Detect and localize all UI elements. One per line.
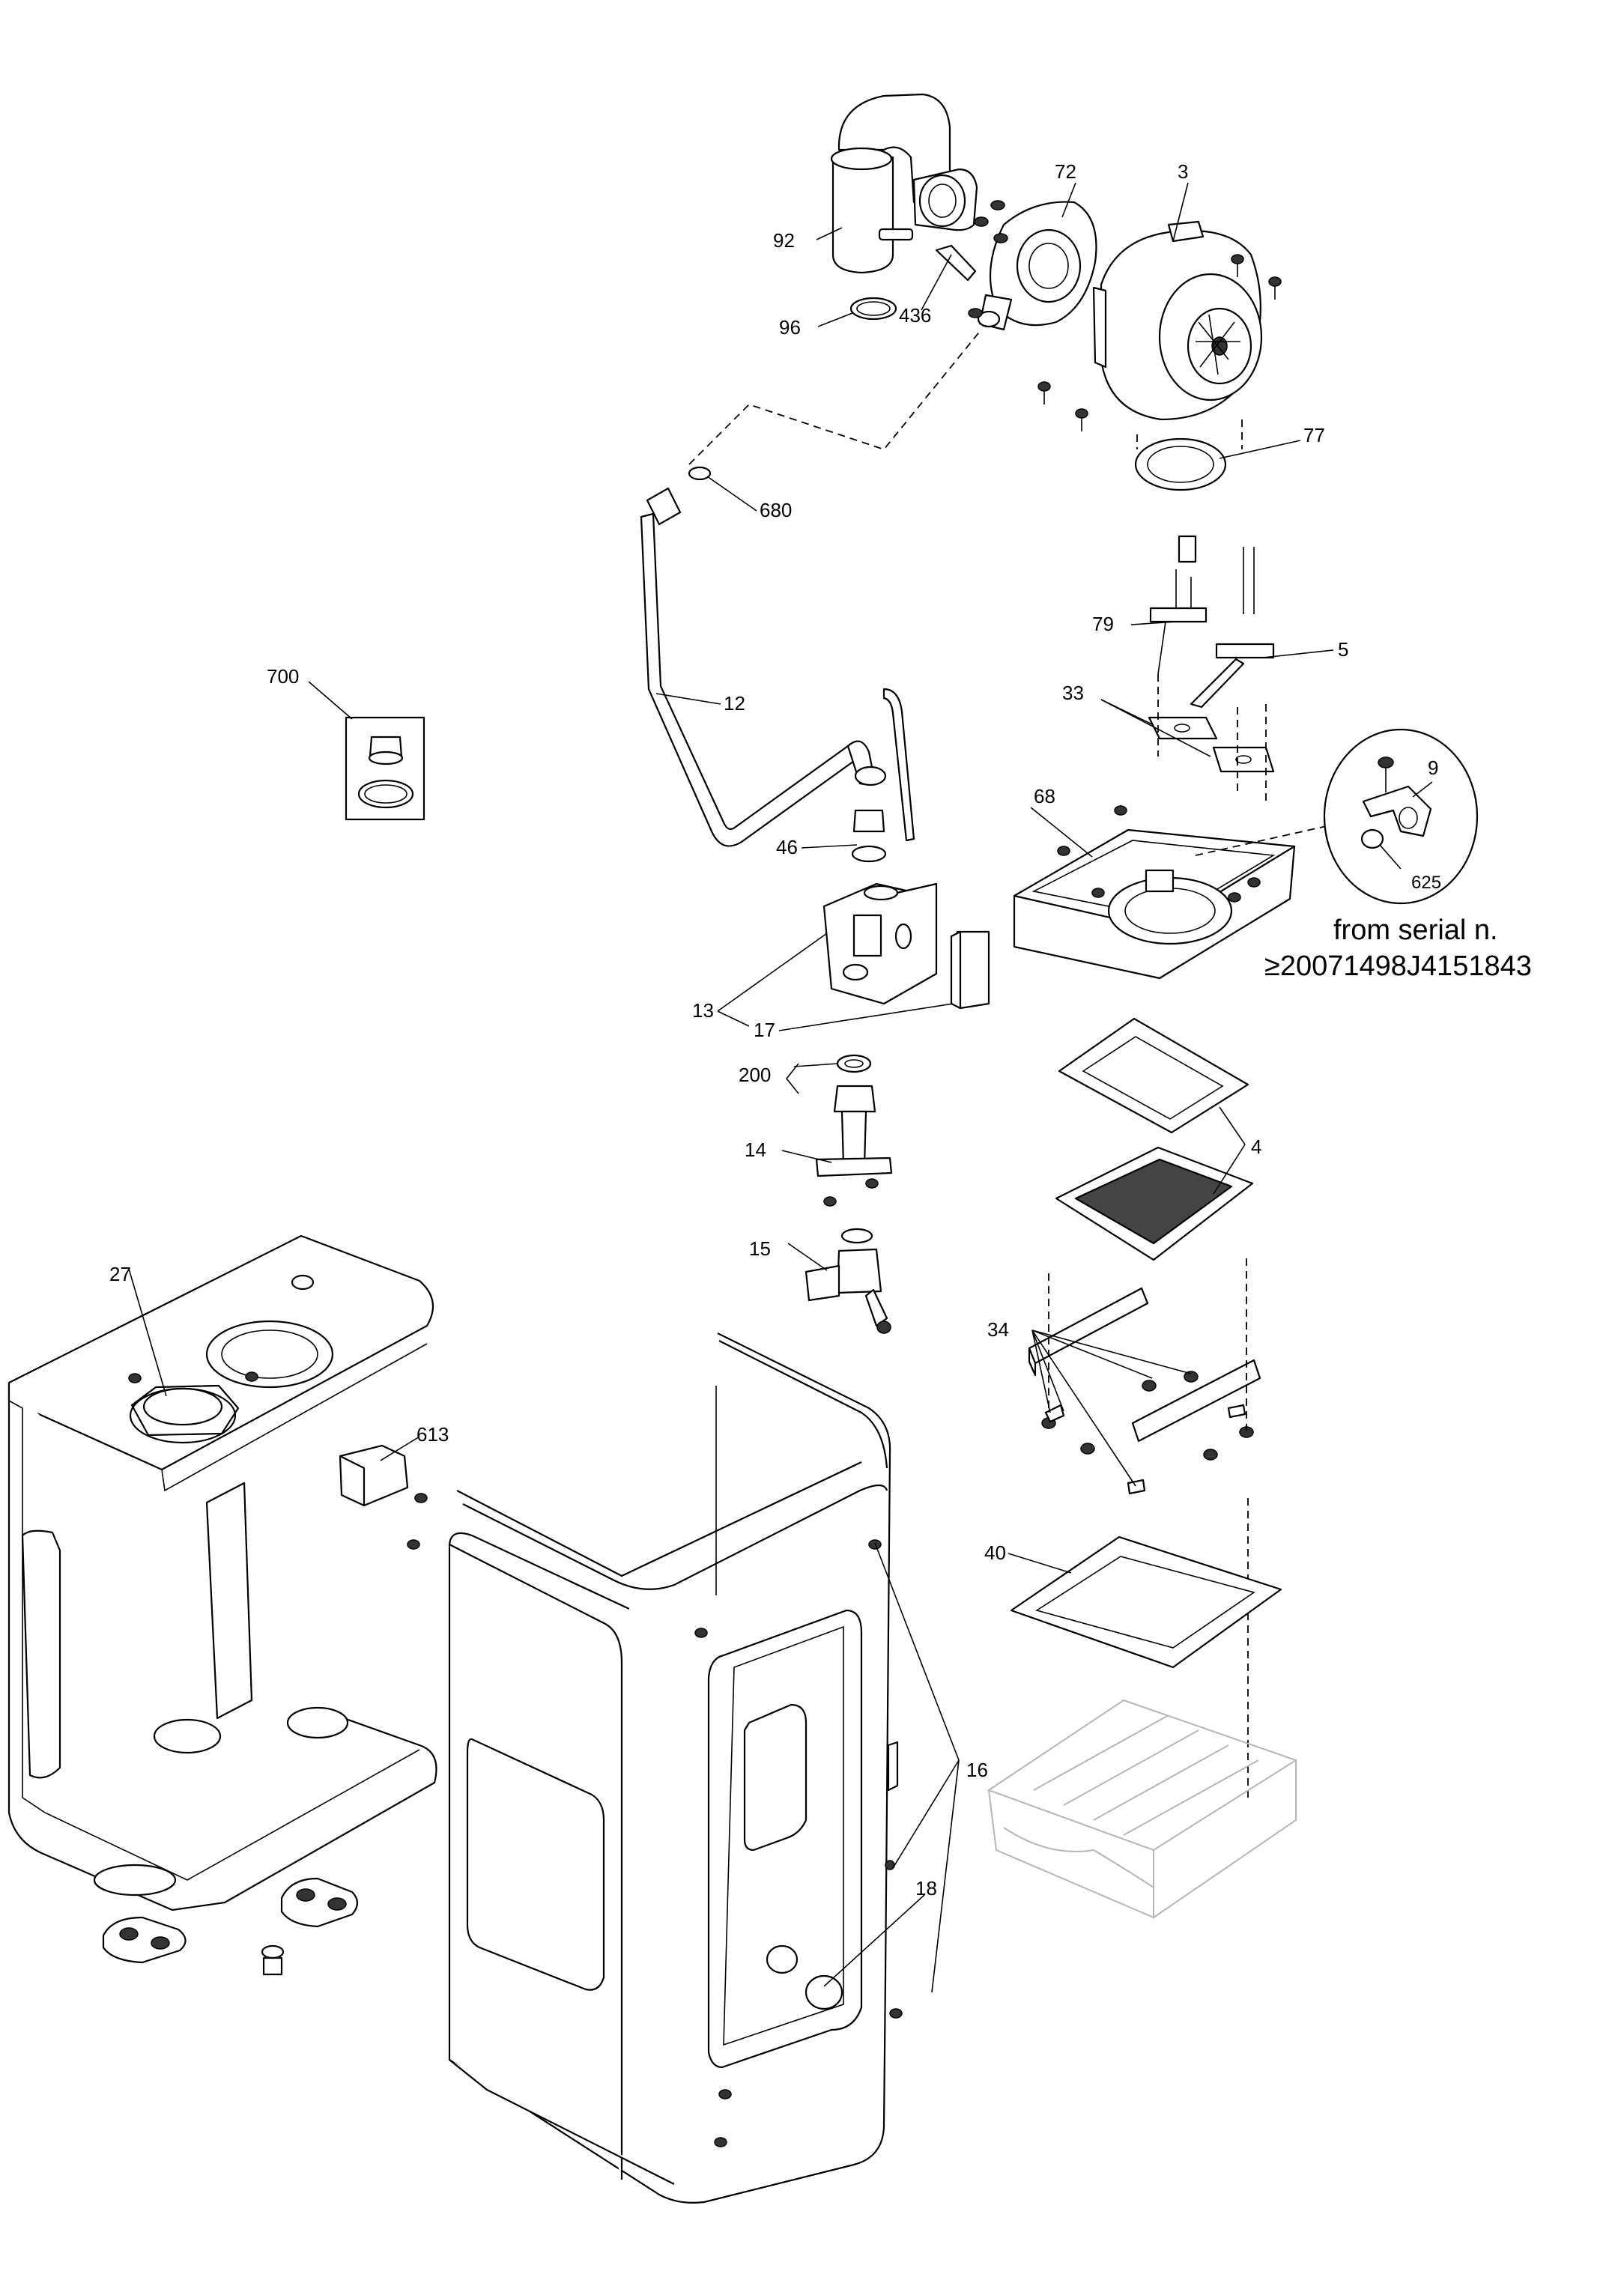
grommets [102, 1877, 359, 1976]
label-13: 13 [692, 999, 714, 1022]
label-4: 4 [1251, 1136, 1261, 1158]
part-77-gasket [1134, 437, 1227, 491]
label-12: 12 [724, 692, 745, 715]
part-15-gas-cock [805, 1228, 891, 1334]
label-613: 613 [416, 1423, 449, 1446]
callout-labels: 3 72 92 436 96 77 680 79 5 33 700 12 9 6… [109, 160, 1441, 1900]
label-77: 77 [1303, 424, 1325, 446]
label-16: 16 [966, 1759, 988, 1781]
label-15: 15 [749, 1237, 771, 1260]
label-5: 5 [1338, 638, 1348, 661]
label-33: 33 [1062, 682, 1084, 704]
part-13-gas-valve [822, 882, 938, 1005]
label-9: 9 [1428, 757, 1438, 779]
part-14-gas-inlet [815, 1085, 893, 1207]
part-4-frame [1055, 1146, 1254, 1261]
label-92: 92 [773, 229, 795, 252]
label-18: 18 [915, 1877, 937, 1900]
part-96-o-ring [849, 297, 897, 321]
part-33-gasket [1148, 716, 1275, 773]
serial-note-line1: from serial n. [1333, 915, 1498, 946]
label-46: 46 [776, 836, 798, 858]
label-14: 14 [745, 1139, 766, 1161]
label-17: 17 [754, 1019, 775, 1041]
label-72: 72 [1055, 160, 1076, 183]
part-436-clip [935, 244, 977, 282]
part-613-component [339, 1444, 428, 1550]
leader-lines [128, 182, 1433, 1993]
label-40: 40 [984, 1541, 1006, 1564]
label-34: 34 [987, 1318, 1009, 1341]
part-200-washer [836, 1054, 872, 1073]
part-700-kit [345, 716, 425, 821]
part-3-fan [1092, 220, 1263, 421]
part-17-coil [950, 930, 990, 1010]
part-92-air-intake-elbow [830, 93, 978, 274]
part-12-gas-pipe [640, 487, 887, 847]
serial-note-line2: ≥20071498J4151843 [1264, 950, 1532, 982]
fan-screws [1037, 254, 1282, 431]
assembly-line-pipe-to-fan [688, 329, 982, 465]
part-16-upper-panel [462, 1340, 888, 1590]
part-72-fan-flange [977, 201, 1097, 331]
label-3: 3 [1178, 160, 1188, 183]
part-40-frame [1010, 1535, 1282, 1669]
part-27-flange [128, 1371, 258, 1444]
drain-hose [882, 688, 915, 842]
label-200: 200 [739, 1064, 771, 1086]
fan-screws-top [968, 200, 1008, 318]
ghost-heat-exchanger [987, 1699, 1298, 1919]
label-68: 68 [1034, 785, 1055, 807]
label-625: 625 [1411, 873, 1441, 893]
serial-note: from serial n. ≥20071498J4151843 [1264, 915, 1532, 982]
part-4-gasket [1058, 1017, 1249, 1134]
label-96: 96 [779, 316, 801, 339]
label-680: 680 [760, 499, 792, 521]
part-5-electrode [1190, 547, 1275, 709]
part-16-casing [448, 1332, 903, 2204]
part-680-o-ring [688, 466, 712, 481]
label-700: 700 [267, 665, 299, 688]
assembly-lines-33 [1157, 674, 1267, 801]
part-79-electrode [1149, 535, 1208, 675]
part-34-brackets [1028, 1287, 1261, 1495]
label-79: 79 [1092, 613, 1114, 635]
part-68-burner-door [1013, 805, 1296, 980]
label-436: 436 [899, 304, 931, 327]
part-chassis [7, 1234, 437, 1911]
assembly-lines-34 [1048, 1258, 1249, 1798]
detail-circle [1323, 728, 1479, 905]
part-46-fitting [851, 809, 887, 863]
assembly-line-fan-77 [1136, 419, 1243, 449]
label-27: 27 [109, 1263, 131, 1285]
